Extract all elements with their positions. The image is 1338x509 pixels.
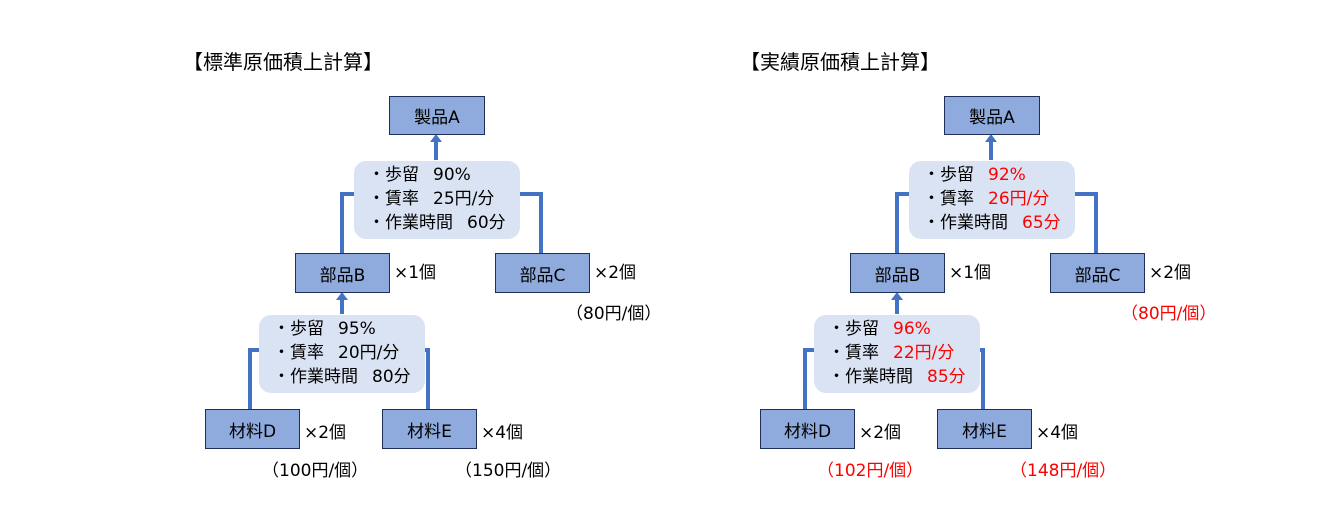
rate-value: 20円/分 xyxy=(338,343,400,363)
time-value: 80分 xyxy=(372,367,411,387)
price-d: （102円/個） xyxy=(817,461,924,481)
process-info-a: ・歩留 90% ・賃率 25円/分 ・作業時間 60分 xyxy=(354,161,520,239)
connector-lines xyxy=(803,134,1098,409)
rate-value: 22円/分 xyxy=(893,343,955,363)
yield-label: ・歩留 xyxy=(923,165,974,185)
time-label: ・作業時間 xyxy=(273,367,358,387)
price-c: （80円/個） xyxy=(1121,304,1217,324)
part-b-box: 部品B xyxy=(295,253,390,293)
rate-label: ・賃率 xyxy=(828,343,879,363)
time-label: ・作業時間 xyxy=(368,213,453,233)
arrow-head xyxy=(891,292,903,300)
yield-label: ・歩留 xyxy=(368,165,419,185)
yield-value: 95% xyxy=(338,319,376,339)
arrow-head xyxy=(336,292,348,300)
price-d: （100円/個） xyxy=(262,461,369,481)
yield-value: 90% xyxy=(433,165,471,185)
connector-lines xyxy=(248,134,543,409)
arrow-head xyxy=(430,134,442,142)
process-info-a: ・歩留 92% ・賃率 26円/分 ・作業時間 65分 xyxy=(909,161,1075,239)
material-e-box: 材料E xyxy=(937,409,1032,449)
arrow-head xyxy=(985,134,997,142)
qty-c: ×2個 xyxy=(1149,263,1192,283)
rate-label: ・賃率 xyxy=(368,189,419,209)
process-info-b: ・歩留 96% ・賃率 22円/分 ・作業時間 85分 xyxy=(814,315,980,393)
diagram-title: 【実績原価積上計算】 xyxy=(740,50,940,74)
part-b-box: 部品B xyxy=(850,253,945,293)
product-a-box: 製品A xyxy=(389,96,485,135)
qty-d: ×2個 xyxy=(859,423,902,443)
rate-value: 25円/分 xyxy=(433,189,495,209)
part-c-box: 部品C xyxy=(1050,253,1145,293)
price-e: （150円/個） xyxy=(455,461,562,481)
time-value: 65分 xyxy=(1022,213,1061,233)
rate-value: 26円/分 xyxy=(988,189,1050,209)
part-c-box: 部品C xyxy=(495,253,590,293)
time-label: ・作業時間 xyxy=(923,213,1008,233)
material-e-box: 材料E xyxy=(382,409,477,449)
yield-value: 96% xyxy=(893,319,931,339)
process-info-b: ・歩留 95% ・賃率 20円/分 ・作業時間 80分 xyxy=(259,315,425,393)
price-e: （148円/個） xyxy=(1010,461,1117,481)
time-value: 85分 xyxy=(927,367,966,387)
rate-label: ・賃率 xyxy=(273,343,324,363)
qty-e: ×4個 xyxy=(481,423,524,443)
qty-e: ×4個 xyxy=(1036,423,1079,443)
qty-d: ×2個 xyxy=(304,423,347,443)
yield-value: 92% xyxy=(988,165,1026,185)
product-a-box: 製品A xyxy=(944,96,1040,135)
qty-b: ×1個 xyxy=(394,263,437,283)
yield-label: ・歩留 xyxy=(828,319,879,339)
qty-b: ×1個 xyxy=(949,263,992,283)
qty-c: ×2個 xyxy=(594,263,637,283)
rate-label: ・賃率 xyxy=(923,189,974,209)
time-label: ・作業時間 xyxy=(828,367,913,387)
yield-label: ・歩留 xyxy=(273,319,324,339)
material-d-box: 材料D xyxy=(760,409,855,449)
material-d-box: 材料D xyxy=(205,409,300,449)
price-c: （80円/個） xyxy=(566,304,662,324)
time-value: 60分 xyxy=(467,213,506,233)
diagram-title: 【標準原価積上計算】 xyxy=(183,50,383,74)
